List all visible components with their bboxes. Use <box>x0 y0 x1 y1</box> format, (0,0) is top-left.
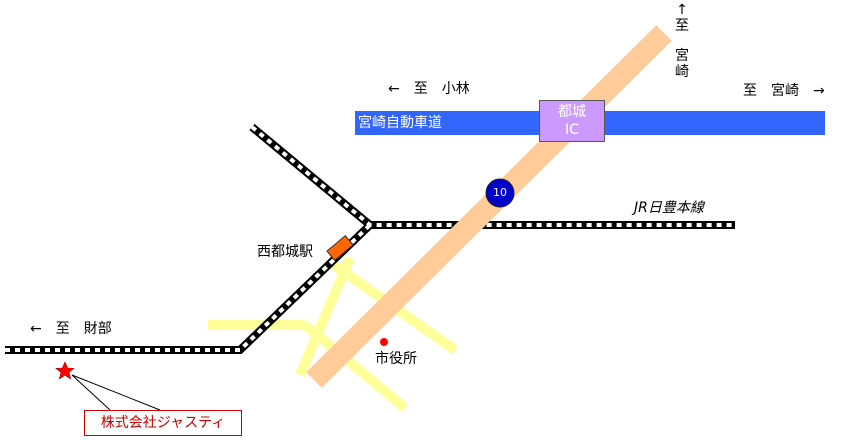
station-label: 西都城駅 <box>257 244 313 260</box>
local-roads <box>208 256 458 412</box>
ic-label-line1: 都城 <box>558 104 586 120</box>
north-arrow-icon: ↑ <box>676 2 688 18</box>
station-icon <box>326 234 354 262</box>
route-number-label: 10 <box>493 186 507 199</box>
company-label: 株式会社ジャスティ <box>84 410 242 436</box>
city-hall-label: 市役所 <box>375 351 417 367</box>
national-route-10 <box>306 25 672 388</box>
west-kobayashi-label: ← 至 小林 <box>388 81 470 97</box>
north-to-text: 至 <box>675 18 689 35</box>
jr-railway <box>5 123 735 354</box>
city-hall-dot-icon <box>380 338 388 346</box>
ic-label-line2: IC <box>565 121 579 138</box>
leader-line-2 <box>71 374 111 411</box>
highway-label: 宮崎自動車道 <box>358 115 442 131</box>
local-road-1 <box>295 256 355 377</box>
east-miyazaki-label: 至 宮崎 → <box>743 83 825 99</box>
leader-line-1 <box>71 374 161 411</box>
north-city-1: 宮 <box>675 48 689 65</box>
miyakonojo-ic: 都城 IC <box>539 100 605 142</box>
company-star-icon <box>55 361 75 380</box>
west-takarabe-label: ← 至 財部 <box>30 321 112 337</box>
route-10-sign <box>485 178 515 208</box>
jr-line-label: JR日豊本線 <box>634 200 704 216</box>
north-direction: ↑ 至 宮 崎 <box>672 2 692 80</box>
local-road-4 <box>301 321 409 412</box>
north-city-2: 崎 <box>675 64 689 81</box>
